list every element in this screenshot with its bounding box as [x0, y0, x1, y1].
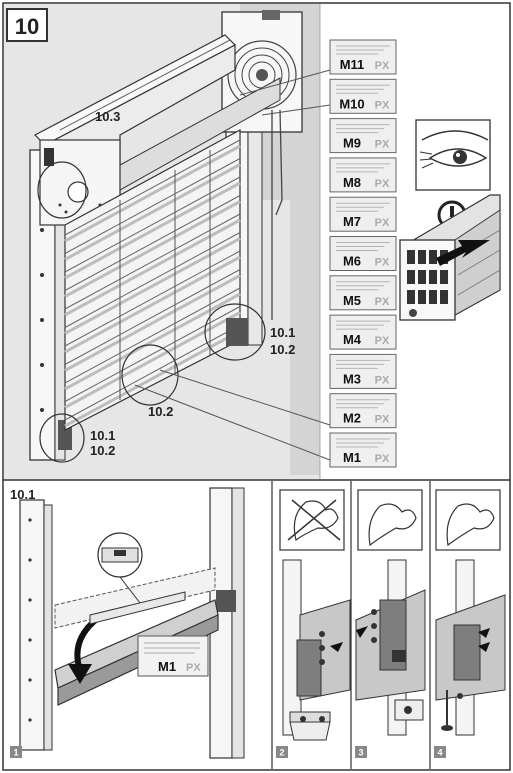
step-number-box: [6, 8, 48, 42]
panel-number-3: 3: [355, 746, 367, 758]
callout-10-3: 10.3: [95, 109, 120, 124]
door-slat-shade: [64, 329, 241, 428]
door-slat-line: [64, 269, 241, 365]
door-slats: [64, 139, 241, 428]
panel-number-2-text: 2: [279, 748, 284, 758]
arrow-icon: [436, 240, 490, 266]
part-tag: M3 PX: [329, 353, 397, 389]
door-slat-shade: [64, 311, 241, 409]
door-slat-shade: [64, 200, 241, 298]
part-tag-px: PX: [375, 374, 390, 386]
panel-number-1-text: 1: [13, 748, 18, 758]
part-tag-code: M5: [343, 293, 361, 308]
door-slat-shade: [64, 181, 241, 280]
part-tag: M4 PX: [329, 314, 397, 350]
part-tag: M2 PX: [329, 393, 397, 429]
panel-number-2: 2: [276, 746, 288, 758]
part-tag-px: PX: [375, 335, 390, 347]
door-slat-line: [64, 250, 241, 347]
door-slat-line: [64, 232, 241, 328]
part-tag-code: M9: [343, 136, 361, 151]
panel-1-tag-px: PX: [186, 662, 201, 674]
panel-3-drawing: [355, 489, 426, 736]
part-tag-px: PX: [375, 453, 390, 465]
door-slat-line: [64, 324, 241, 421]
panel-number-4-text: 4: [437, 748, 442, 758]
panel-number-3-text: 3: [358, 748, 363, 758]
part-tag-code: M8: [343, 175, 361, 190]
part-tag-px: PX: [375, 139, 390, 151]
callout-10-1-right: 10.1: [270, 325, 295, 340]
door-slat-shade: [64, 274, 241, 372]
part-tag-code: M4: [343, 332, 362, 347]
part-tag-px: PX: [375, 99, 390, 111]
detail-title: 10.1: [10, 487, 35, 502]
part-tag: M10 PX: [329, 78, 397, 114]
door-slat-shade: [64, 292, 241, 391]
panel-2-drawing: [279, 489, 351, 741]
detail-circle-mid: [121, 344, 179, 406]
panel-4-drawing: [435, 489, 506, 736]
part-tag-px: PX: [375, 257, 390, 269]
part-tag: M5 PX: [329, 275, 397, 311]
part-tag-code: M1: [343, 450, 361, 465]
detail-circle-bottom-left: [39, 413, 85, 463]
detail-circle-bottom-right: [204, 303, 266, 361]
callout-10-2-left: 10.2: [90, 443, 115, 458]
door-slat-line: [64, 139, 241, 236]
part-tag-code: M2: [343, 411, 361, 426]
door-slat-line: [64, 287, 241, 384]
part-tag-code: M7: [343, 214, 361, 229]
door-slat-line: [64, 195, 241, 291]
part-tag-px: PX: [375, 60, 390, 72]
door-slat-shade: [64, 163, 241, 261]
part-tag-px: PX: [375, 296, 390, 308]
door-slat-line: [64, 306, 241, 402]
door-struts: [119, 150, 211, 400]
detail-circle-bracket: [37, 161, 87, 219]
door-slat-line: [64, 176, 241, 273]
door-slat-line: [64, 213, 241, 310]
panel-1-tag-code: M1: [158, 659, 176, 674]
part-tag-code: M6: [343, 254, 361, 269]
door-slat-shade: [64, 255, 241, 354]
eye-icon: [415, 119, 491, 191]
part-tag-code: M10: [339, 96, 364, 111]
callout-10-1-left: 10.1: [90, 428, 115, 443]
step-number: 10: [15, 14, 39, 39]
part-tag: M9 PX: [329, 118, 397, 154]
door-slat-shade: [64, 144, 241, 243]
panel-number-4: 4: [434, 746, 446, 758]
part-tag: M7 PX: [329, 196, 397, 232]
door-slat-shade: [64, 218, 241, 317]
part-tag: M8 PX: [329, 157, 397, 193]
part-tag-code: M11: [340, 57, 365, 72]
door-slat-shade: [64, 237, 241, 335]
bottom-right-bracket: [226, 318, 248, 346]
part-tag-code: M3: [343, 371, 361, 386]
part-tag: M11 PX: [329, 39, 397, 75]
panel-1-tag: M1 PX: [137, 635, 209, 677]
part-tag-px: PX: [375, 178, 390, 190]
panel-1-drawing: [19, 487, 245, 759]
part-tag-px: PX: [375, 217, 390, 229]
tag-leader-lines: [134, 69, 331, 461]
part-tag-px: PX: [375, 414, 390, 426]
panel-number-1: 1: [10, 746, 22, 758]
part-tag: M6 PX: [329, 236, 397, 271]
part-tag: M1 PX: [329, 432, 397, 468]
chain: [271, 109, 283, 320]
callout-10-2-right: 10.2: [270, 342, 295, 357]
door-slat-line: [64, 158, 241, 254]
callout-10-2-mid: 10.2: [148, 404, 173, 419]
